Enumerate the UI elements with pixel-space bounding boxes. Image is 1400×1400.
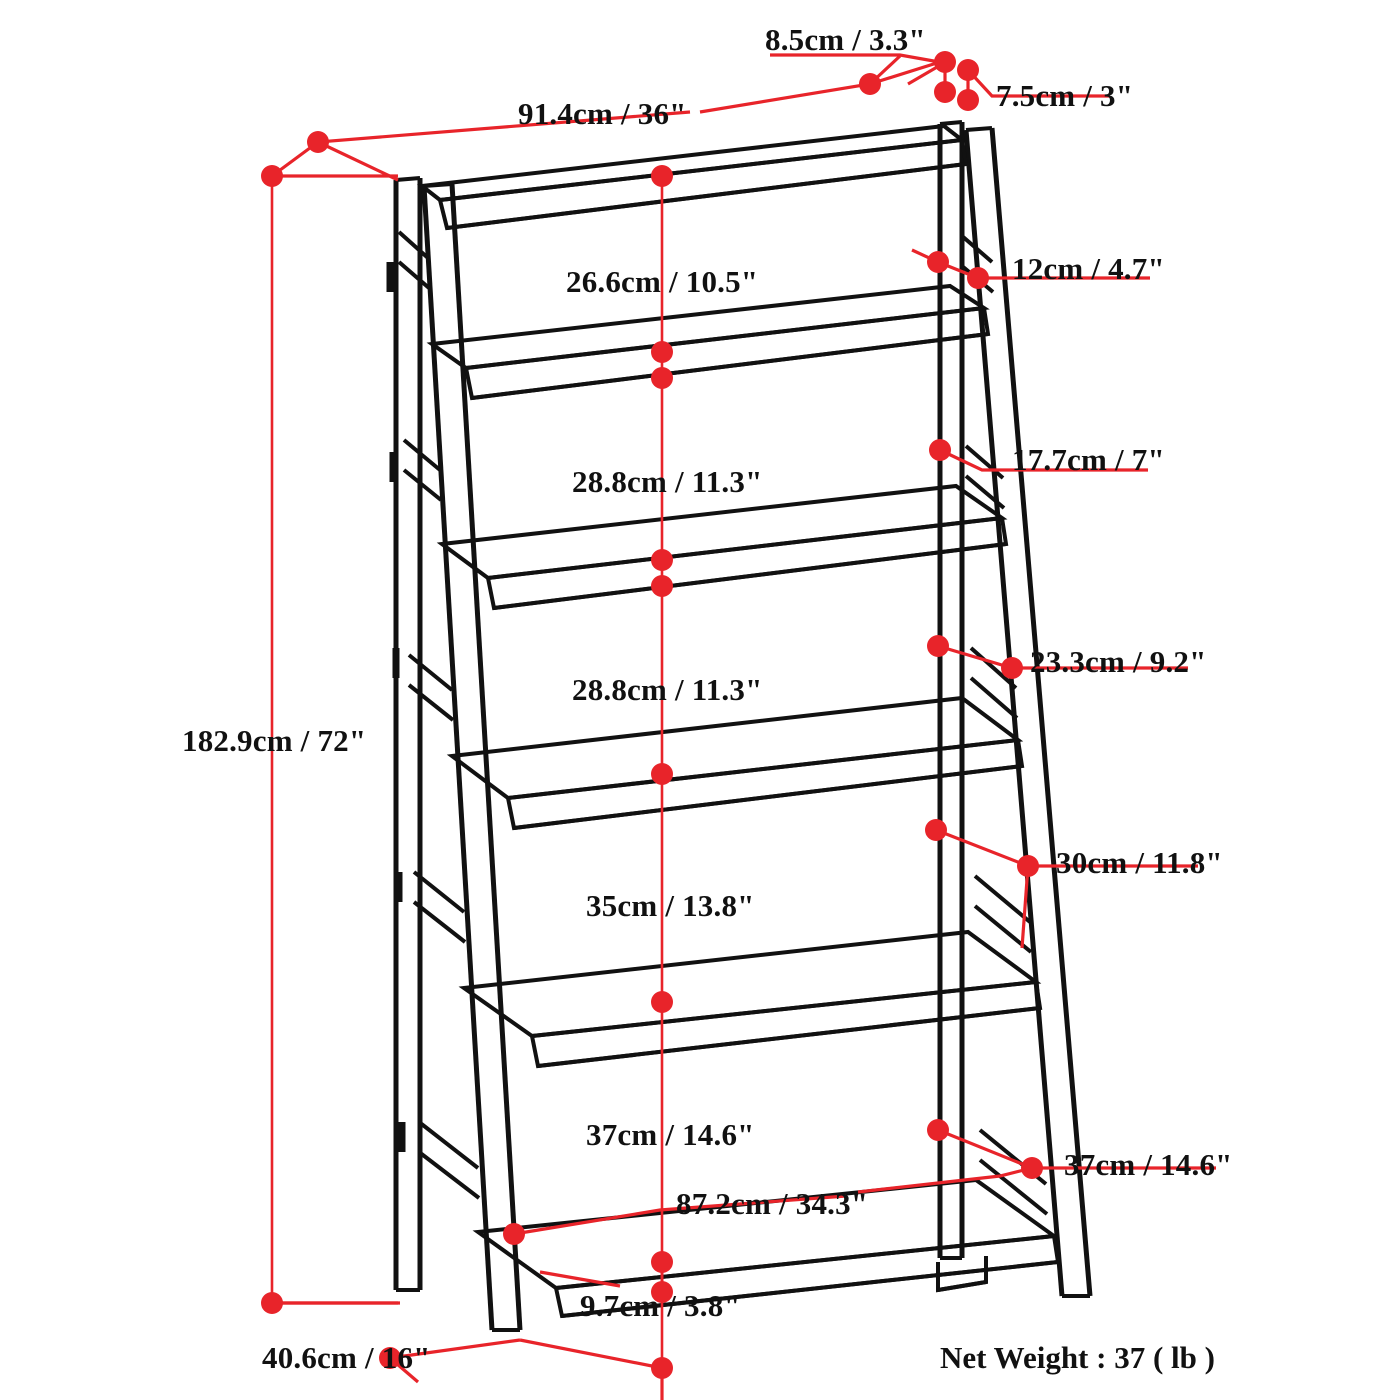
label-shelf-depth-5: 37cm / 14.6" xyxy=(1064,1147,1233,1182)
shelf-2 xyxy=(426,283,991,401)
leader-bottom-clearance xyxy=(539,1270,621,1288)
dot-depth-bottom-right xyxy=(651,1357,673,1379)
dot-height-bottom xyxy=(261,1292,283,1314)
leader-top-shelf-depth xyxy=(770,53,946,65)
left-side-braces xyxy=(397,230,481,1200)
label-gap-4: 35cm / 13.8" xyxy=(586,888,755,923)
dot-width-right xyxy=(859,73,881,95)
leader-depth-bottom-right xyxy=(519,1338,663,1370)
dot-top-4 xyxy=(957,89,979,111)
label-overall-width-top: 91.4cm / 36" xyxy=(518,96,687,131)
right-side-braces xyxy=(960,234,1049,1216)
leader-width-corner xyxy=(317,140,399,182)
bookshelf-structure xyxy=(386,120,1093,1332)
label-overall-height: 182.9cm / 72" xyxy=(182,723,367,758)
label-overall-depth-bottom: 40.6cm / 16" xyxy=(262,1340,431,1375)
bottom-support-block xyxy=(936,1256,988,1293)
dot-top-2 xyxy=(934,81,956,103)
dot-centre-1 xyxy=(651,341,673,363)
dot-depth-3a xyxy=(927,635,949,657)
dot-top-3 xyxy=(957,59,979,81)
dot-bottom-width-left xyxy=(503,1223,525,1245)
label-gap-3: 28.8cm / 11.3" xyxy=(572,672,763,707)
dot-depth-1b xyxy=(967,267,989,289)
dot-centre-3 xyxy=(651,549,673,571)
dot-centre-5 xyxy=(651,763,673,785)
leader-shelf-depth-4b xyxy=(1020,865,1030,949)
dot-top-1 xyxy=(934,51,956,73)
label-shelf-depth-2: 17.7cm / 7" xyxy=(1012,442,1165,477)
dot-centre-4 xyxy=(651,575,673,597)
leader-top-rail-thickness xyxy=(966,68,1110,98)
dot-depth-3b xyxy=(1001,657,1023,679)
dot-height-top xyxy=(261,165,283,187)
shelf-1-top xyxy=(416,123,969,231)
dot-depth-bottom-left xyxy=(379,1347,401,1369)
label-gap-1: 26.6cm / 10.5" xyxy=(566,264,759,299)
shelf-5 xyxy=(458,929,1043,1069)
dot-depth-5b xyxy=(1021,1157,1043,1179)
rear-left-leg xyxy=(393,176,423,1292)
label-shelf-depth-1: 12cm / 4.7" xyxy=(1012,251,1165,286)
label-shelf-depth-4: 30cm / 11.8" xyxy=(1056,845,1223,880)
shelf-4 xyxy=(446,695,1025,831)
label-net-weight: Net Weight : 37 ( lb ) xyxy=(940,1340,1215,1375)
label-top-rail-thickness: 7.5cm / 3" xyxy=(996,78,1134,113)
dot-centre-8 xyxy=(651,1281,673,1303)
dot-depth-2a xyxy=(929,439,951,461)
label-bottom-clearance: 9.7cm / 3.8" xyxy=(580,1288,741,1323)
dot-centre-6 xyxy=(651,991,673,1013)
dot-centre-7 xyxy=(651,1251,673,1273)
dot-depth-1a xyxy=(927,251,949,273)
dot-depth-5a xyxy=(927,1119,949,1141)
shelf-3 xyxy=(436,483,1009,611)
label-gap-5: 37cm / 14.6" xyxy=(586,1117,755,1152)
leader-shelf-depth-2 xyxy=(939,448,1148,472)
dimension-anchor-dots xyxy=(261,51,1043,1379)
dot-centre-top xyxy=(651,165,673,187)
dot-depth-4a xyxy=(925,819,947,841)
label-bottom-shelf-width: 87.2cm / 34.3" xyxy=(676,1186,869,1221)
front-left-leg xyxy=(421,182,523,1332)
rear-leg-joint-marks xyxy=(386,262,406,1152)
label-gap-2: 28.8cm / 11.3" xyxy=(572,464,763,499)
leader-bottom-width-left xyxy=(513,1194,847,1236)
label-shelf-depth-3: 23.3cm / 9.2" xyxy=(1030,644,1207,679)
dot-width-left xyxy=(307,131,329,153)
front-right-leg xyxy=(963,126,1093,1298)
dot-depth-4b xyxy=(1017,855,1039,877)
label-top-shelf-depth: 8.5cm / 3.3" xyxy=(765,22,926,57)
leader-depth-bottom-line xyxy=(389,1338,521,1360)
leader-width-right xyxy=(699,60,941,114)
dot-centre-2 xyxy=(651,367,673,389)
